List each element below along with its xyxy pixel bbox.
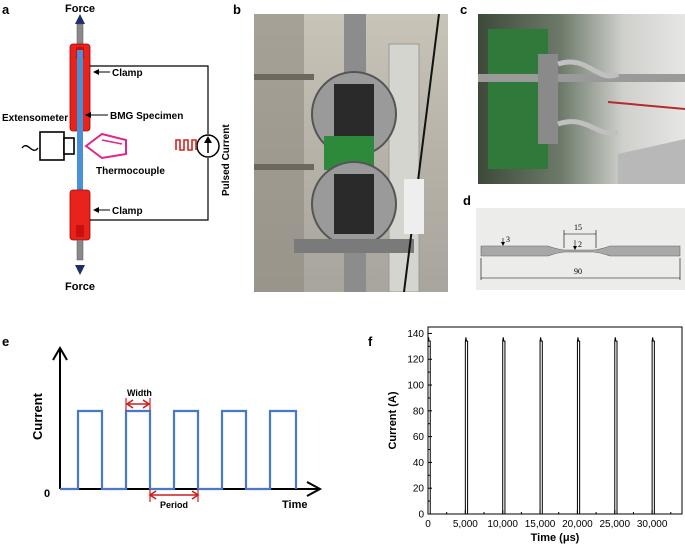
y-tick-label: 20 — [413, 484, 425, 495]
panel-e-xlabel: Time — [282, 499, 307, 511]
panel-e-origin: 0 — [44, 488, 50, 500]
x-axis-label: Time (μs) — [531, 532, 580, 544]
specimen-label: BMG Specimen — [110, 111, 183, 122]
panel-e-ylabel: Current — [30, 392, 45, 440]
panel-b-label: b — [233, 2, 241, 17]
y-tick-label: 120 — [407, 355, 424, 366]
x-tick-label: 25,000 — [599, 519, 630, 530]
plot-frame — [427, 326, 683, 515]
bmg-specimen — [77, 50, 83, 260]
force-arrow-top — [75, 14, 85, 24]
dim-gauge-width: 2 — [578, 240, 582, 249]
y-tick-label: 60 — [413, 432, 425, 443]
dim-thickness: 3 — [506, 235, 510, 244]
panel-a-label: a — [2, 2, 10, 17]
x-tick-label: 0 — [425, 519, 431, 530]
panel-e-label: e — [2, 334, 10, 349]
y-tick-label: 100 — [407, 381, 424, 392]
extensometer-label: Extensometer — [2, 113, 68, 124]
panel-a-schematic: Force Force Clamp Clamp BMG Specimen Ext… — [2, 3, 232, 293]
period-label: Period — [160, 500, 188, 510]
panel-d-label: d — [463, 193, 471, 208]
x-axis-ticks: 0 5,000 10,000 15,000 20,000 25,000 30,000 — [425, 510, 672, 530]
y-tick-label: 0 — [418, 510, 424, 521]
force-top-label: Force — [65, 3, 95, 15]
x-tick-label: 15,000 — [525, 519, 556, 530]
force-bottom-label: Force — [65, 281, 95, 293]
dim-total-length: 90 — [574, 267, 582, 276]
panel-f-label: f — [368, 334, 373, 349]
thermocouple-icon — [84, 132, 127, 160]
rod-bottom — [76, 239, 84, 261]
x-tick-label: 5,000 — [453, 519, 478, 530]
panel-e-schematic: Current 0 Time Width Period — [30, 346, 323, 511]
panel-d-specimen-photo: 15 3 2 90 — [476, 208, 685, 290]
clamp-top-label: Clamp — [112, 68, 143, 79]
y-axis-label: Current (A) — [387, 391, 399, 449]
extensometer-icon — [39, 131, 65, 161]
panel-e-pulses — [60, 409, 298, 491]
panel-b-photo — [254, 14, 448, 292]
panel-c-photo — [478, 14, 685, 184]
y-tick-label: 80 — [413, 406, 425, 417]
dim-gauge-length: 15 — [574, 223, 582, 232]
force-arrow-bottom — [75, 265, 85, 275]
pulse-signal-icon — [175, 139, 197, 151]
current-series — [427, 337, 682, 515]
thermocouple-label: Thermocouple — [96, 166, 165, 177]
y-tick-label: 40 — [413, 458, 425, 469]
x-tick-label: 10,000 — [487, 519, 518, 530]
x-tick-label: 20,000 — [562, 519, 593, 530]
x-tick-label: 30,000 — [637, 519, 668, 530]
panel-c-label: c — [460, 2, 468, 17]
current-series-line — [427, 337, 682, 515]
pulsed-current-label: Pulsed Current — [221, 124, 232, 196]
y-tick-label: 140 — [407, 329, 424, 340]
clamp-bottom-label: Clamp — [112, 206, 143, 217]
width-label: Width — [127, 388, 152, 398]
